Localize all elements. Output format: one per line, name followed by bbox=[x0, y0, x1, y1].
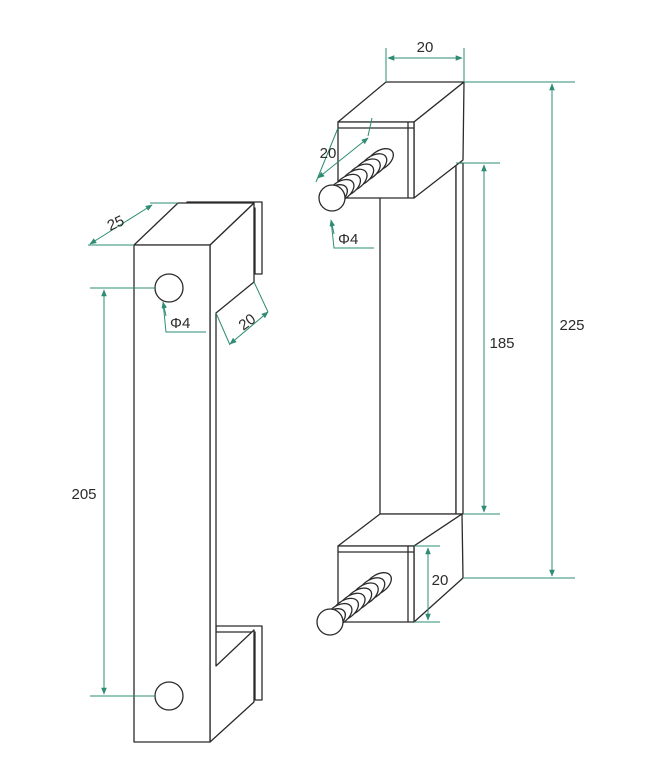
left-hole-leader bbox=[162, 301, 206, 333]
left-flange-dimension-line bbox=[229, 311, 269, 345]
right-overall-length-label: 225 bbox=[559, 317, 584, 334]
right-grip-side bbox=[455, 162, 464, 515]
left-spacing-label: 205 bbox=[71, 486, 96, 503]
right-width-label: 20 bbox=[417, 39, 434, 56]
left-depth-label: 25 bbox=[105, 212, 127, 234]
left-flange-label: 20 bbox=[236, 311, 259, 335]
left-front-face bbox=[133, 244, 211, 743]
right-inner-length-label: 185 bbox=[489, 335, 514, 352]
left-bottom-hole bbox=[154, 681, 184, 711]
left-side-face bbox=[209, 202, 255, 743]
right-post-dimension-line bbox=[317, 137, 369, 179]
left-depth-dimension-line bbox=[89, 204, 153, 245]
right-dimensions: 20 20 Φ4 185 225 20 bbox=[315, 39, 585, 623]
left-dimensions: 25 Φ4 20 205 bbox=[71, 202, 269, 697]
right-post-height-label: 20 bbox=[432, 572, 449, 589]
stud-tip bbox=[318, 184, 346, 212]
right-grip-back bbox=[379, 162, 457, 515]
stud-tip bbox=[316, 608, 344, 636]
left-hole-diameter-label: Φ4 bbox=[170, 315, 190, 332]
left-handle bbox=[133, 201, 263, 743]
right-bottom-threaded-stud bbox=[316, 572, 392, 636]
right-post-width-label: 20 bbox=[320, 145, 337, 162]
right-thread-leader bbox=[330, 219, 374, 249]
left-top-hole bbox=[154, 273, 184, 303]
right-handle bbox=[316, 81, 465, 636]
right-thread-diameter-label: Φ4 bbox=[338, 231, 358, 248]
